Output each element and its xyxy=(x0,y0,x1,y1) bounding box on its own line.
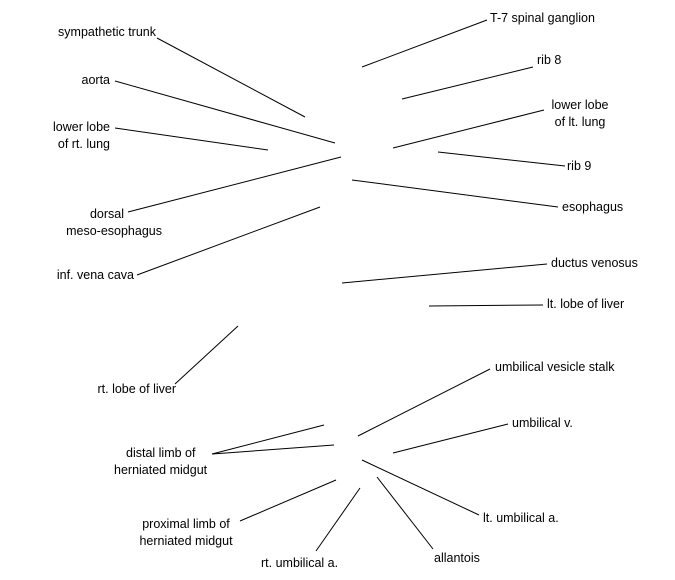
label-lower-lobe-rt-lung: lower lobe of rt. lung xyxy=(53,120,110,151)
label-dorsal-meso-esophagus: dorsal meso-esophagus xyxy=(66,207,162,238)
leader-distal-limb-upper xyxy=(211,424,325,455)
leader-esophagus xyxy=(351,179,559,208)
leader-rib-8 xyxy=(401,66,534,100)
label-aorta: aorta xyxy=(81,73,111,87)
label-lower-lobe-lt-lung: lower lobe of lt. lung xyxy=(551,98,609,129)
leader-proximal-limb xyxy=(239,479,337,522)
label-proximal-limb-herniated-midgut: proximal limb of herniated midgut xyxy=(139,517,233,548)
label-rt-lobe-of-liver: rt. lobe of liver xyxy=(97,382,176,396)
label-ductus-venosus: ductus venosus xyxy=(551,256,638,270)
leader-distal-limb-lower xyxy=(211,444,335,455)
leader-lt-lobe-of-liver xyxy=(428,304,544,307)
leader-allantois xyxy=(376,476,434,550)
leader-dorsal-meso-esophagus xyxy=(127,156,342,213)
leader-sympathetic-trunk xyxy=(156,37,306,118)
label-t7-spinal-ganglion: T-7 spinal ganglion xyxy=(490,11,595,25)
label-umbilical-v: umbilical v. xyxy=(512,416,573,430)
label-rib-9: rib 9 xyxy=(567,159,592,173)
label-rib-8: rib 8 xyxy=(537,53,562,67)
leader-t7-spinal-ganglion xyxy=(361,19,488,68)
leader-umbilical-v xyxy=(392,423,509,454)
leader-lt-umbilical-a xyxy=(361,459,480,516)
label-lt-umbilical-a: lt. umbilical a. xyxy=(483,511,559,525)
label-allantois: allantois xyxy=(434,551,480,565)
leader-ductus-venosus xyxy=(341,263,548,284)
leader-aorta xyxy=(114,80,336,144)
leader-inf-vena-cava xyxy=(136,206,321,276)
label-distal-limb-herniated-midgut: distal limb of herniated midgut xyxy=(114,446,208,477)
label-umbilical-vesicle-stalk: umbilical vesicle stalk xyxy=(495,360,615,374)
leader-rib-9 xyxy=(437,151,566,167)
leader-rt-umbilical-a xyxy=(315,487,361,552)
leader-rt-lobe-of-liver xyxy=(174,325,239,385)
leader-lower-lobe-rt-lung xyxy=(114,127,269,151)
leader-lower-lobe-lt-lung xyxy=(392,109,545,149)
label-inf-vena-cava: inf. vena cava xyxy=(56,268,134,282)
label-lt-lobe-of-liver: lt. lobe of liver xyxy=(547,297,625,311)
label-sympathetic-trunk: sympathetic trunk xyxy=(58,25,156,39)
label-rt-umbilical-a: rt. umbilical a. xyxy=(261,556,339,570)
leader-umbilical-vesicle-stalk xyxy=(357,368,491,437)
label-esophagus: esophagus xyxy=(562,200,624,214)
